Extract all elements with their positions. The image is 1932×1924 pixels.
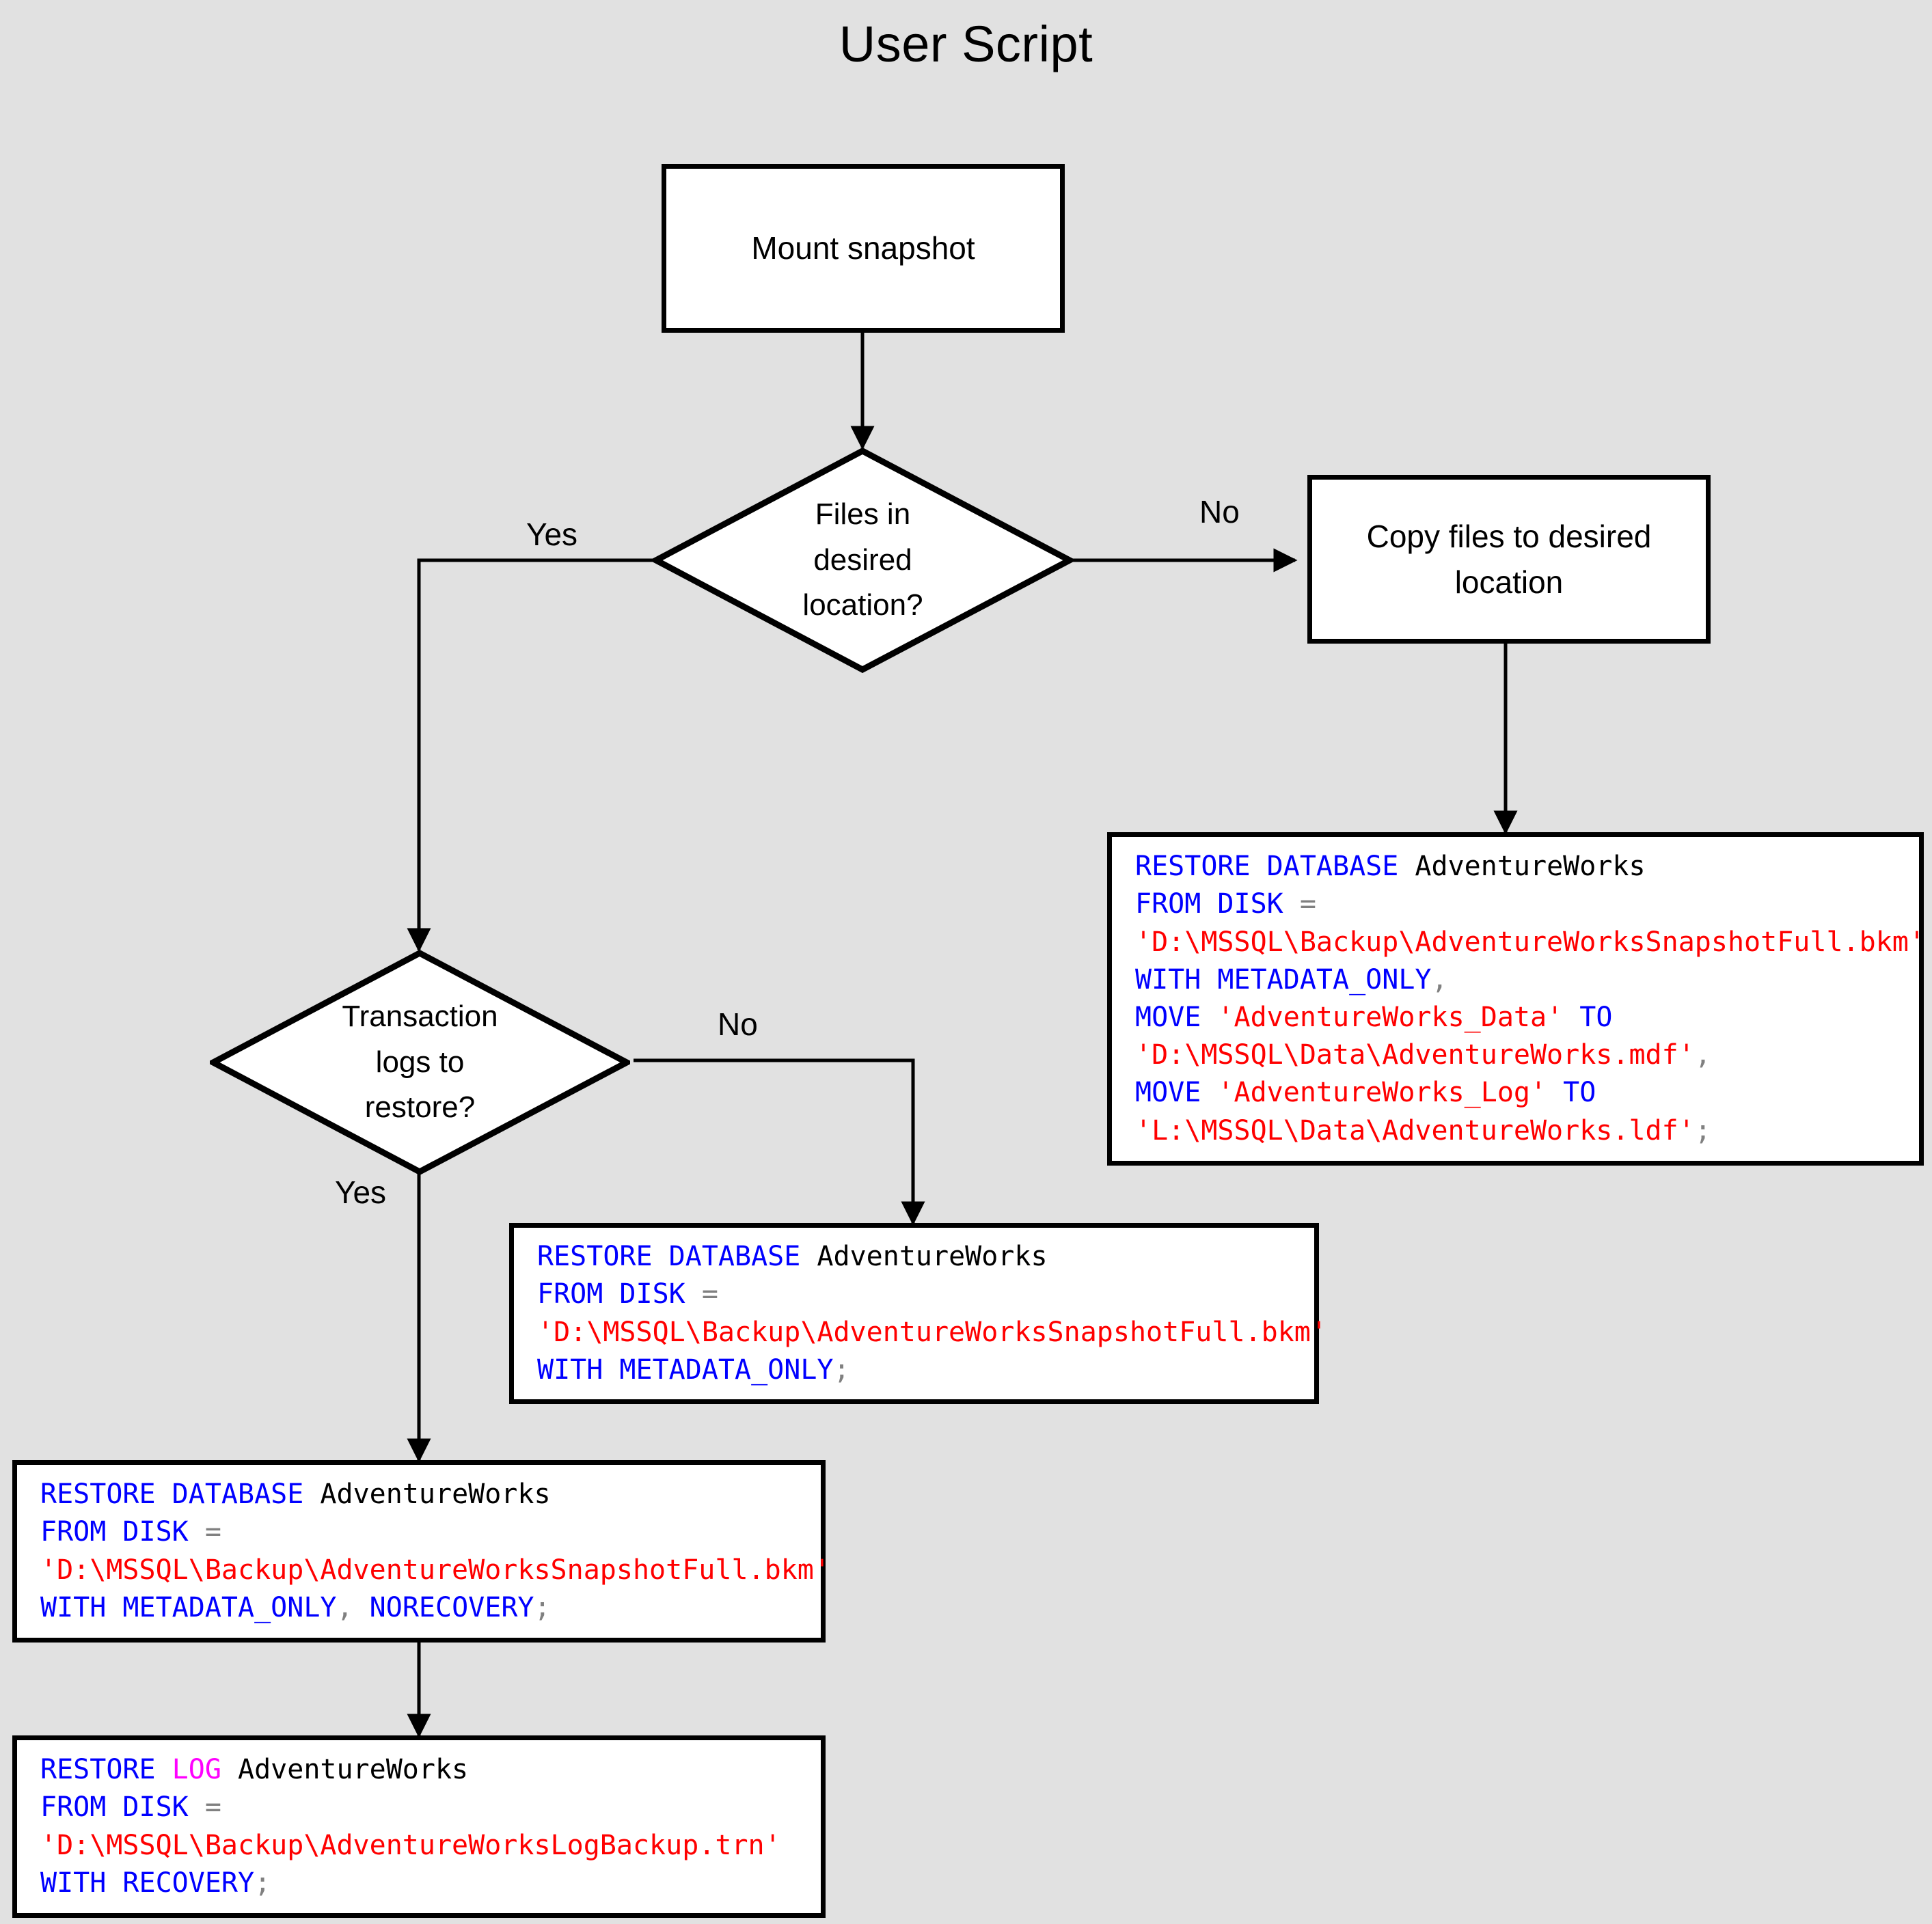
node-mount-snapshot[interactable]: Mount snapshot bbox=[662, 164, 1065, 333]
edge-label-files-no: No bbox=[1199, 494, 1240, 530]
code-block-restore-with-move[interactable]: RESTORE DATABASE AdventureWorks FROM DIS… bbox=[1107, 832, 1925, 1166]
code-block-restore-metadata-only-text: RESTORE DATABASE AdventureWorks FROM DIS… bbox=[537, 1241, 1327, 1386]
edge-label-logs-no: No bbox=[718, 1006, 758, 1042]
edge-label-files-yes: Yes bbox=[526, 517, 578, 552]
code-block-restore-log-text: RESTORE LOG AdventureWorks FROM DISK = '… bbox=[40, 1754, 781, 1899]
code-block-restore-norecovery[interactable]: RESTORE DATABASE AdventureWorks FROM DIS… bbox=[12, 1460, 830, 1643]
diamond-shape bbox=[210, 950, 630, 1175]
node-mount-snapshot-label: Mount snapshot bbox=[751, 230, 975, 266]
code-block-restore-log[interactable]: RESTORE LOG AdventureWorks FROM DISK = '… bbox=[12, 1735, 826, 1918]
page-title: User Script bbox=[839, 16, 1093, 72]
edge-label-logs-yes: Yes bbox=[335, 1174, 387, 1210]
code-block-restore-norecovery-text: RESTORE DATABASE AdventureWorks FROM DIS… bbox=[40, 1479, 830, 1623]
code-block-restore-metadata-only[interactable]: RESTORE DATABASE AdventureWorks FROM DIS… bbox=[509, 1223, 1327, 1404]
diamond-shape bbox=[653, 448, 1073, 673]
code-block-restore-with-move-text: RESTORE DATABASE AdventureWorks FROM DIS… bbox=[1135, 851, 1925, 1146]
